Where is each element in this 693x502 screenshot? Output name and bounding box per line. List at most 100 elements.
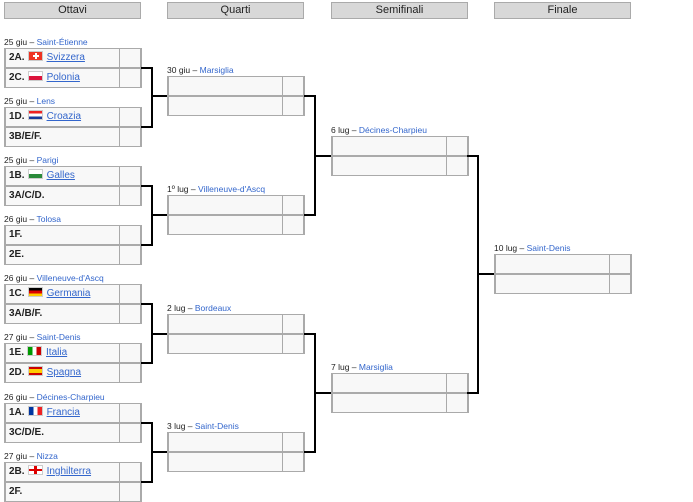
score-cell (119, 48, 142, 68)
bracket-line (151, 214, 167, 216)
venue-link[interactable]: Lens (36, 96, 56, 106)
team-row (167, 452, 305, 472)
team-name-link[interactable]: Galles (46, 170, 75, 181)
team-row: 1C. Germania (4, 284, 142, 304)
score-cell (119, 343, 142, 363)
venue-link[interactable]: Saint-Denis (194, 421, 239, 431)
team-name-link[interactable]: Inghilterra (46, 466, 92, 477)
round-header-quarti: Quarti (167, 2, 304, 19)
bracket-line (477, 273, 494, 275)
team-row: 1A.Francia (4, 403, 142, 423)
germany-flag-icon (27, 287, 43, 297)
venue-link[interactable]: Nizza (36, 451, 58, 461)
score-cell (119, 482, 142, 502)
team-name-link[interactable]: Francia (46, 407, 80, 418)
team-cell: 2A. Svizzera (5, 48, 120, 68)
team-row: 3A/B/F. (4, 304, 142, 324)
team-row: 1F. (4, 225, 142, 245)
separator: – (349, 125, 359, 135)
team-cell: 2E. (5, 245, 120, 265)
venue-link[interactable]: Marsiglia (199, 65, 234, 75)
score-cell (282, 432, 305, 452)
match-date: 25 giu (4, 96, 28, 106)
match-date-venue: 25 giu – Parigi (4, 155, 58, 165)
match-date-venue: 27 giu – Nizza (4, 451, 58, 461)
team-seed: 3A/C/D. (9, 190, 45, 201)
team-seed: 1E. (9, 347, 25, 358)
score-cell (119, 127, 142, 147)
separator: – (27, 96, 37, 106)
team-cell: 1E. Italia (5, 343, 120, 363)
match-date: 6 lug (331, 125, 350, 135)
spain-flag-icon (27, 366, 43, 376)
team-name-link[interactable]: Spagna (46, 367, 82, 378)
match-date-venue: 3 lug – Saint-Denis (167, 421, 239, 431)
score-cell (282, 314, 305, 334)
team-row (167, 96, 305, 116)
venue-link[interactable]: Villeneuve-d'Ascq (198, 184, 266, 194)
team-row: 2E. (4, 245, 142, 265)
team-name-link[interactable]: Germania (46, 288, 91, 299)
venue-link[interactable]: Décines-Charpieu (36, 392, 105, 402)
match-date: 26 giu (4, 392, 28, 402)
match-date-venue: 7 lug – Marsiglia (331, 362, 393, 372)
round-header-finale: Finale (494, 2, 631, 19)
team-seed: 2C. (9, 72, 25, 83)
team-row: 2C. Polonia (4, 68, 142, 88)
separator: – (27, 273, 37, 283)
venue-link[interactable]: Bordeaux (194, 303, 232, 313)
bracket-line (304, 333, 315, 335)
team-name-link[interactable]: Croazia (46, 111, 82, 122)
team-row (331, 393, 469, 413)
score-cell (119, 462, 142, 482)
match-date-venue: 27 giu – Saint-Denis (4, 332, 81, 342)
team-seed: 2A. (9, 52, 25, 63)
match-date: 2 lug (167, 303, 186, 313)
team-row (167, 215, 305, 235)
bracket-line (304, 451, 315, 453)
team-name-link[interactable]: Svizzera (46, 52, 85, 63)
venue-link[interactable]: Saint-Étienne (36, 37, 88, 47)
venue-link[interactable]: Saint-Denis (36, 332, 81, 342)
italy-flag-icon (27, 346, 43, 356)
team-name-link[interactable]: Polonia (46, 72, 80, 83)
team-cell (495, 254, 610, 274)
team-cell: 2B.Inghilterra (5, 462, 120, 482)
separator: – (185, 421, 195, 431)
team-name-link[interactable]: Italia (46, 347, 68, 358)
venue-link[interactable]: Villeneuve-d'Ascq (36, 273, 104, 283)
match-date: 1º lug (167, 184, 189, 194)
venue-link[interactable]: Saint-Denis (526, 243, 571, 253)
score-cell (119, 304, 142, 324)
venue-link[interactable]: Tolosa (36, 214, 62, 224)
venue-link[interactable]: Marsiglia (358, 362, 393, 372)
bracket-line (141, 422, 152, 424)
match-date: 7 lug (331, 362, 350, 372)
score-cell (119, 284, 142, 304)
team-cell (332, 373, 447, 393)
team-cell (168, 215, 283, 235)
team-cell: 1D.Croazia (5, 107, 120, 127)
team-row (494, 254, 632, 274)
match-date-venue: 1º lug – Villeneuve-d'Ascq (167, 184, 265, 194)
team-cell (495, 274, 610, 294)
team-seed: 3A/B/F. (9, 308, 43, 319)
bracket-line (304, 214, 315, 216)
separator: – (185, 303, 195, 313)
venue-link[interactable]: Parigi (36, 155, 59, 165)
bracket-line (141, 126, 152, 128)
score-cell (446, 393, 469, 413)
team-cell: 2F. (5, 482, 120, 502)
separator: – (27, 155, 37, 165)
separator: – (27, 451, 37, 461)
bracket-line (141, 244, 152, 246)
team-cell: 3A/B/F. (5, 304, 120, 324)
team-row: 2B.Inghilterra (4, 462, 142, 482)
venue-link[interactable]: Décines-Charpieu (358, 125, 427, 135)
team-seed: 1C. (9, 288, 25, 299)
bracket-line (151, 451, 167, 453)
score-cell (446, 156, 469, 176)
bracket-line (141, 362, 152, 364)
team-row (167, 432, 305, 452)
team-cell (168, 76, 283, 96)
